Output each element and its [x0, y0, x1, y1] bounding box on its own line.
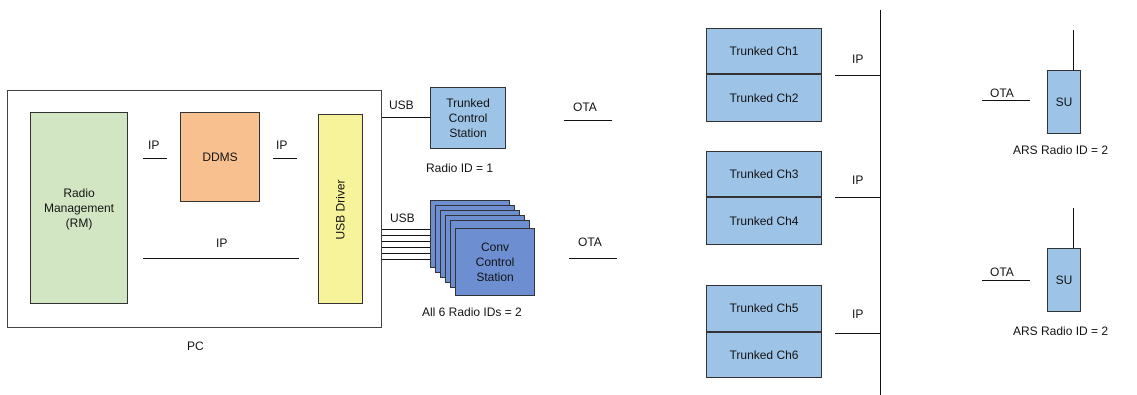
trunked-ch2-label: Trunked Ch2 [729, 90, 799, 105]
trunked-ch5-box: Trunked Ch5 [706, 285, 822, 332]
su2-ota-label: OTA [990, 265, 1014, 279]
trunked-ch1-box: Trunked Ch1 [706, 28, 822, 74]
trunked-ch1-label: Trunked Ch1 [729, 43, 799, 58]
ddms-label: DDMS [202, 149, 238, 164]
trunked-control-station-label: Trunked Control Station [446, 95, 490, 140]
su2-ota-line [982, 280, 1030, 281]
usb-label-trunked: USB [389, 98, 414, 112]
pc-label: PC [187, 339, 204, 353]
trunked-radio-id: Radio ID = 1 [426, 161, 494, 175]
usb-line-conv-4 [382, 247, 452, 248]
ota-label-trunked: OTA [573, 100, 597, 114]
usb-label-conv: USB [390, 211, 415, 225]
usb-line-conv-6 [382, 259, 464, 260]
su2-ars-radio-id: ARS Radio ID = 2 [1013, 324, 1109, 338]
ip-line-ddms-usb [273, 158, 297, 159]
radio-management-label: Radio Management (RM) [43, 185, 115, 230]
ota-line-trunked [564, 120, 612, 121]
ip-label-rm-ddms: IP [148, 138, 160, 152]
trunked-control-station-box: Trunked Control Station [430, 87, 506, 149]
ip-link-group-2 [835, 197, 880, 198]
conv-radio-ids: All 6 Radio IDs = 2 [422, 305, 522, 319]
su1-label: SU [1055, 94, 1073, 109]
su1-ota-line [982, 100, 1030, 101]
su1-antenna [1073, 30, 1074, 70]
ip-link-group-1 [835, 75, 880, 76]
su2-antenna [1073, 208, 1074, 248]
ip-label-ddms-usb: IP [276, 138, 288, 152]
ip-label-group-1: IP [852, 52, 864, 66]
trunked-ch5-label: Trunked Ch5 [729, 301, 799, 315]
ip-line-rm-ddms [143, 158, 167, 159]
su1-ota-label: OTA [990, 86, 1014, 100]
ip-label-rm-usb: IP [216, 236, 228, 250]
usb-line-conv-3 [382, 241, 446, 242]
su1-ars-radio-id: ARS Radio ID = 2 [1013, 143, 1109, 157]
su1-box: SU [1047, 70, 1081, 134]
ip-link-group-3 [835, 333, 880, 334]
trunked-ch2-box: Trunked Ch2 [706, 74, 822, 122]
usb-line-conv-5 [382, 253, 458, 254]
trunked-ch4-box: Trunked Ch4 [706, 197, 822, 245]
trunked-ch6-box: Trunked Ch6 [706, 332, 822, 378]
trunked-ch3-label: Trunked Ch3 [729, 166, 799, 181]
trunked-ch4-label: Trunked Ch4 [729, 213, 799, 228]
ip-label-group-3: IP [852, 307, 864, 321]
ota-line-conv [569, 258, 617, 259]
usb-line-conv-2 [382, 235, 440, 236]
su2-box: SU [1047, 248, 1081, 312]
usb-line-trunked [382, 117, 430, 118]
usb-driver-box: USB Driver [318, 114, 363, 304]
ota-label-conv: OTA [578, 235, 602, 249]
ip-backbone-line [880, 10, 881, 395]
usb-line-conv-1 [382, 229, 434, 230]
trunked-ch6-label: Trunked Ch6 [729, 347, 799, 362]
radio-management-box: Radio Management (RM) [30, 112, 128, 304]
conv-control-station-box: Conv Control Station [455, 228, 535, 296]
trunked-ch3-box: Trunked Ch3 [706, 151, 822, 197]
usb-driver-label: USB Driver [333, 178, 348, 240]
conv-control-station-label: Conv Control Station [475, 239, 515, 284]
ddms-box: DDMS [180, 112, 260, 202]
su2-label: SU [1055, 272, 1073, 287]
ip-line-rm-usb [143, 258, 299, 259]
ip-label-group-2: IP [852, 173, 864, 187]
